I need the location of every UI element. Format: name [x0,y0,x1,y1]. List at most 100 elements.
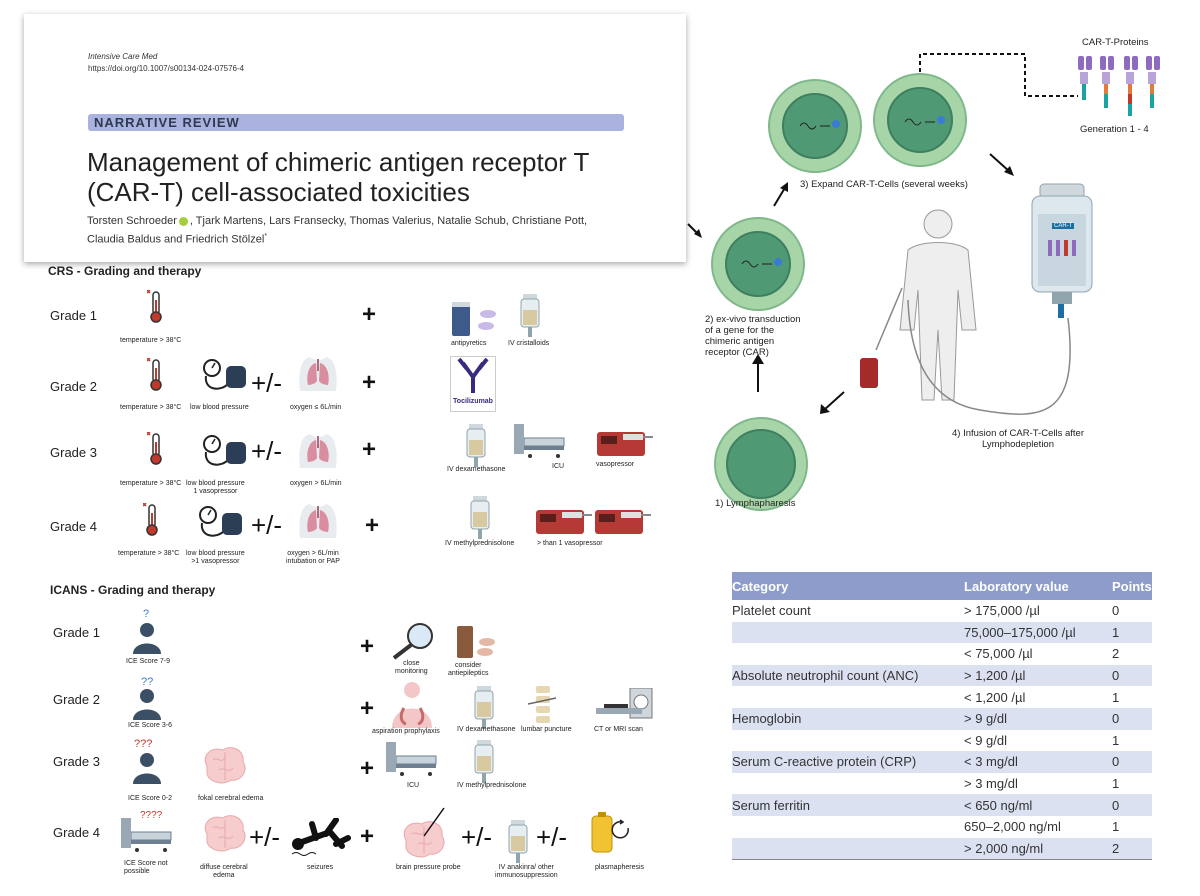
icans-grade-1-label: Grade 1 [53,625,100,640]
therapy-brain-pressure-probe: brain pressure probe [396,864,461,871]
iv-tube [907,299,1071,415]
icans-grade-2-label: Grade 2 [53,692,100,707]
step-2-label: 2) ex-vivo transduction of a gene for th… [705,314,801,358]
plus-sign: + [362,301,377,328]
step-3-label: 3) Expand CAR-T-Cells (several weeks) [800,179,968,190]
antiepileptics-line: antiepileptics [448,670,489,677]
therapy-ct-mri: CT or MRI scan [594,726,643,733]
car-t-proteins-title: CAR-T-Proteins [1082,37,1149,48]
crs-heading: CRS - Grading and therapy [48,264,202,278]
person-icon [133,753,161,784]
icans-g4-symptom-seizures: seizures [307,864,334,871]
paper-header-card: Intensive Care Med https://doi.org/10.10… [24,14,686,262]
brain-icon [204,815,246,852]
cell-points: 1 [1112,819,1120,835]
brain-pressure-probe-icon [403,807,445,858]
question-mark-icon: ? [143,608,150,620]
immunosuppression-line: immunosuppression [495,872,558,879]
step-2-line-2: of a gene for the [705,325,775,336]
crs-g2-symptom-oxygen: oxygen ≤ 6L/min [290,404,342,411]
arrow-head [780,182,788,192]
plus-sign: + [360,695,375,722]
blood-pressure-icon [199,506,243,537]
blood-pressure-icon [203,359,247,390]
crs-g2-symptom-bp: low blood pressure [190,404,249,411]
antipyretics-icon [452,302,496,336]
diffuse-line: diffuse cerebral [200,864,248,871]
icu-bed-icon [514,424,565,459]
plus-minus-sign: +/- [461,822,493,852]
gene-icon [799,122,830,130]
cell-category [732,773,964,795]
iv-bag-icon [474,686,494,730]
antiepileptics-icon [457,626,495,658]
step-2-line-1: 2) ex-vivo transduction [705,314,801,325]
therapy-iv-methylprednisolone: IV methylprednisolone [457,782,527,789]
arrow-head [694,229,702,238]
first-author: Torsten Schroeder [87,215,177,227]
virus-icon [937,116,945,124]
icans-g1-symptom: ICE Score 7-9 [126,658,170,665]
person-icon [133,623,161,654]
car-t-protein-icons [1078,56,1160,116]
authors-rest: , Tjark Martens, Lars Fransecky, Thomas … [189,215,588,227]
corresponding-mark: * [264,233,268,240]
title-line-2: (CAR-T) cell-associated toxicities [87,177,470,207]
cell-nucleus-icon [887,87,953,153]
plus-sign: + [360,633,375,660]
cell-points: 1 [1112,621,1152,644]
lab-value-table: Category Laboratory value Points Platele… [732,572,1152,860]
ice-line: ICE Score not [124,860,168,867]
plasmapheresis-icon [591,812,629,853]
header-lab-value: Laboratory value [964,572,1112,600]
cell-category: Platelet count [732,603,811,619]
step-2-line-4: receptor (CAR) [705,347,769,358]
blood-pressure-icon [203,435,247,466]
cell-lab-value: < 650 ng/ml [964,794,1112,816]
crs-g4-symptom-temp: temperature > 38°C [118,550,180,557]
crs-grade-1-label: Grade 1 [50,308,97,323]
tocilizumab-box: Tocilizumab [450,356,496,412]
icans-g3-symptom-edema: fokal cerebral edema [198,795,264,802]
therapy-multiple-vasopressors: > than 1 vasopressor [537,540,603,547]
consider-line: consider [455,662,482,669]
cell-lab-value: < 9 g/dl [964,732,1008,748]
step-2-line-3: chimeric antigen [705,336,775,347]
car-t-bag-label: CAR-T [1052,223,1075,229]
iv-bag-icon [466,424,486,468]
arrow-step4-to-1 [823,391,845,411]
cell-lab-value: > 1,200 /µl [964,664,1112,687]
paper-title: Management of chimeric antigen receptor … [87,147,589,207]
thermometer-icon [147,290,162,323]
car-t-infusion-bag-icon [1031,183,1093,318]
question-marks-icon: ?? [141,676,154,688]
icans-grade-4-label: Grade 4 [53,825,100,840]
therapy-iv-dexamethasone: IV dexamethasone [457,726,516,733]
crs-g3-symptom-temp: temperature > 38°C [120,480,182,487]
step-4-line-1: 4) Infusion of CAR-T-Cells after [952,428,1084,439]
crs-g2-symptom-temp: temperature > 38°C [120,404,182,411]
cell-category: Absolute neutrophil count (ANC) [732,664,964,687]
plus-minus-sign: +/- [249,822,281,852]
person-icon [133,689,161,720]
therapy-icu: ICU [407,782,420,789]
thermometer-icon [143,503,158,536]
brain-icon [204,747,246,784]
doi-link[interactable]: https://doi.org/10.1007/s00134-024-07576… [88,64,245,73]
cell-category: Serum ferritin [732,794,964,816]
table-row: Absolute neutrophil count (ANC)> 1,200 /… [732,664,1152,687]
therapy-tocilizumab: Tocilizumab [453,398,493,405]
lungs-icon [298,356,338,392]
crs-g3-symptom-oxygen: oxygen > 6L/min [290,480,342,487]
orcid-icon[interactable] [178,216,188,226]
question-marks-icon: ??? [134,738,153,750]
header-points: Points [1112,572,1152,600]
table-header-row: Category Laboratory value Points [732,572,1152,600]
